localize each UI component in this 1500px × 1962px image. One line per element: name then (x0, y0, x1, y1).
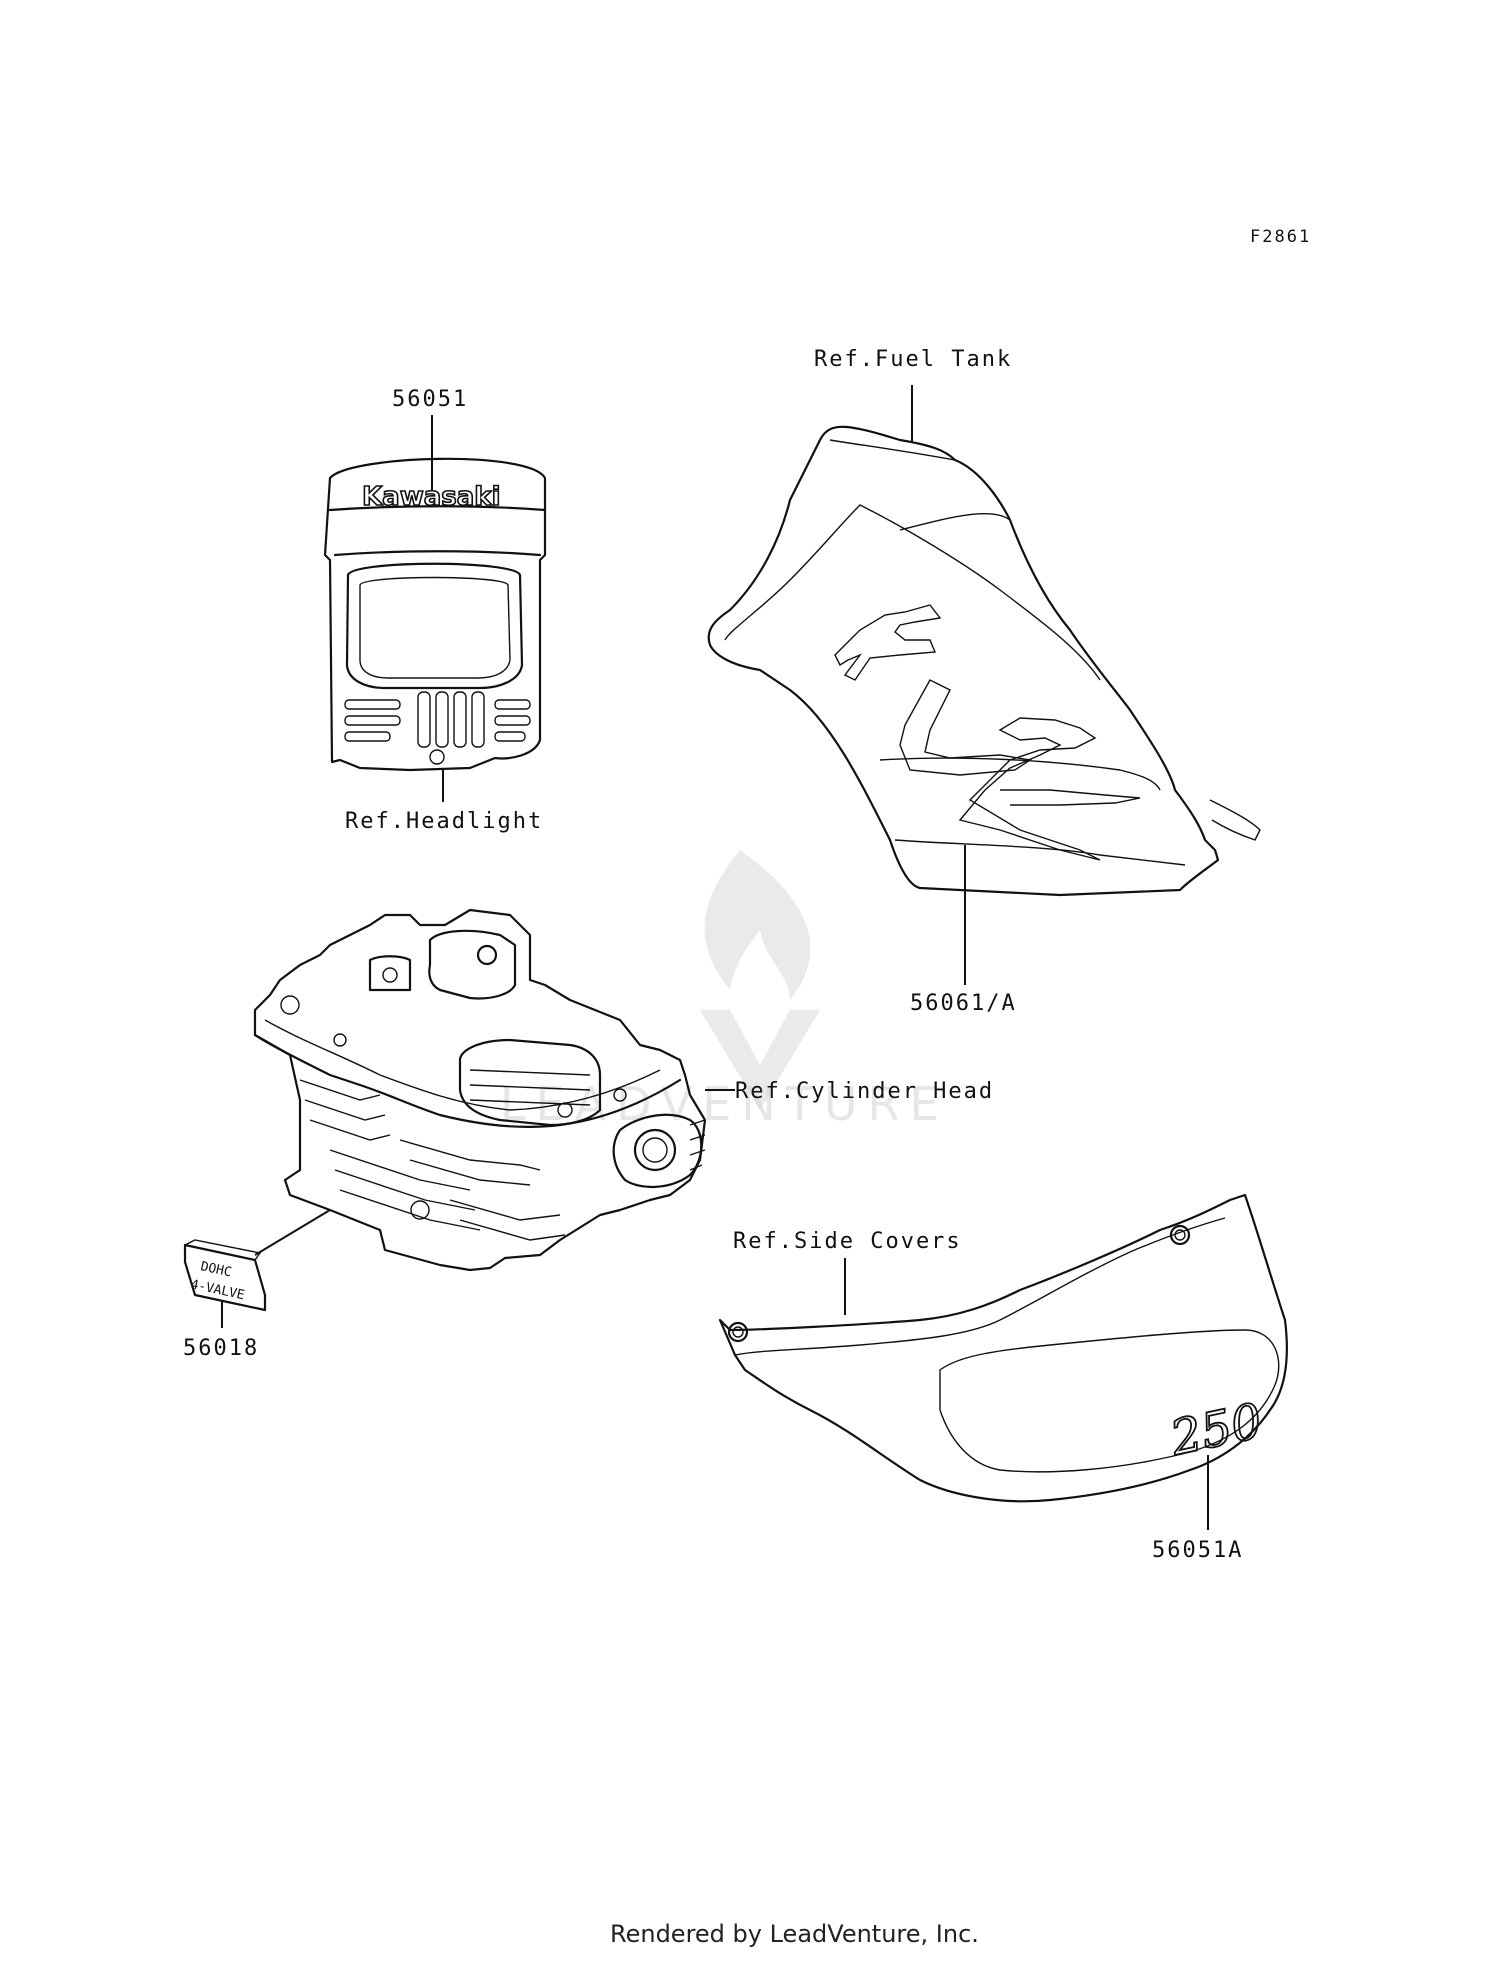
cylinder-head-fins (299, 1079, 566, 1241)
part-number-56018: 56018 (183, 1336, 259, 1361)
ref-side-covers-label: Ref.Side Covers (733, 1229, 962, 1254)
part-number-56061a: 56061/A (910, 991, 1017, 1016)
dohc-text: DOHC (199, 1259, 233, 1280)
fuel-tank-drawing (707, 425, 1261, 897)
ref-headlight-label: Ref.Headlight (345, 809, 543, 834)
part-number-56051a: 56051A (1152, 1538, 1243, 1563)
ref-fuel-tank-label: Ref.Fuel Tank (814, 347, 1012, 372)
dohc-decal-drawing: DOHC 4-VALVE (183, 1239, 267, 1312)
cylinder-head-drawing (253, 908, 707, 1272)
side-cover-250-decal: 250 (1165, 1393, 1267, 1467)
leader-dohc (254, 1209, 331, 1256)
ref-cylinder-head-label: Ref.Cylinder Head (735, 1079, 994, 1104)
part-number-56051: 56051 (392, 387, 468, 412)
tank-klx-decal (834, 604, 1141, 861)
headlight-grille (344, 691, 531, 765)
headlight-cover-drawing: Kawasaki (323, 457, 547, 772)
figure-id: F2861 (1250, 227, 1311, 247)
footer-credit: Rendered by LeadVenture, Inc. (610, 1920, 979, 1948)
